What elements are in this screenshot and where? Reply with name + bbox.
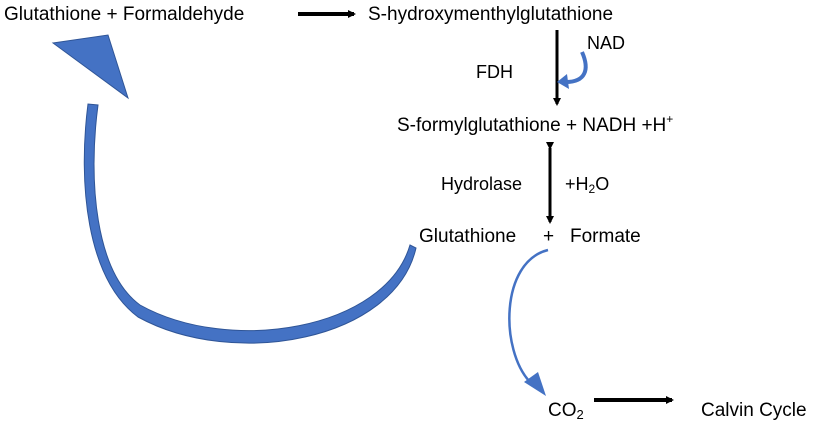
water-suffix: O bbox=[595, 174, 609, 194]
co2-subscript: 2 bbox=[577, 407, 584, 422]
glutathione-product: Glutathione bbox=[419, 226, 516, 247]
plus-sign: + bbox=[543, 226, 554, 247]
co2-label: CO2 bbox=[548, 400, 584, 422]
recycle-arrow-body bbox=[83, 103, 417, 344]
intermediate-main: S-formylglutathione + NADH +H bbox=[397, 115, 666, 136]
product-hydroxymethylglutathione: S-hydroxymenthylglutathione bbox=[368, 4, 613, 25]
water-prefix: +H bbox=[565, 174, 589, 194]
recycle-arrowhead bbox=[51, 34, 129, 100]
nad-curve-arrow bbox=[565, 51, 588, 84]
calvin-cycle-label: Calvin Cycle bbox=[701, 400, 807, 421]
co2-arrowhead bbox=[524, 372, 546, 396]
intermediate-label: S-formylglutathione + NADH +H+ bbox=[397, 112, 673, 136]
reactants-label: Glutathione + Formaldehyde bbox=[4, 4, 244, 25]
water-subscript: 2 bbox=[589, 182, 596, 196]
nad-arrowhead bbox=[557, 74, 569, 89]
nad-label: NAD bbox=[587, 33, 625, 53]
fdh-label: FDH bbox=[476, 62, 513, 82]
formate-to-co2-arrow bbox=[508, 248, 549, 383]
water-label: +H2O bbox=[565, 174, 609, 196]
hydrolase-label: Hydrolase bbox=[441, 174, 522, 194]
formate-product: Formate bbox=[570, 226, 641, 247]
hplus-superscript: + bbox=[666, 112, 673, 126]
co2-main: CO bbox=[548, 400, 577, 421]
